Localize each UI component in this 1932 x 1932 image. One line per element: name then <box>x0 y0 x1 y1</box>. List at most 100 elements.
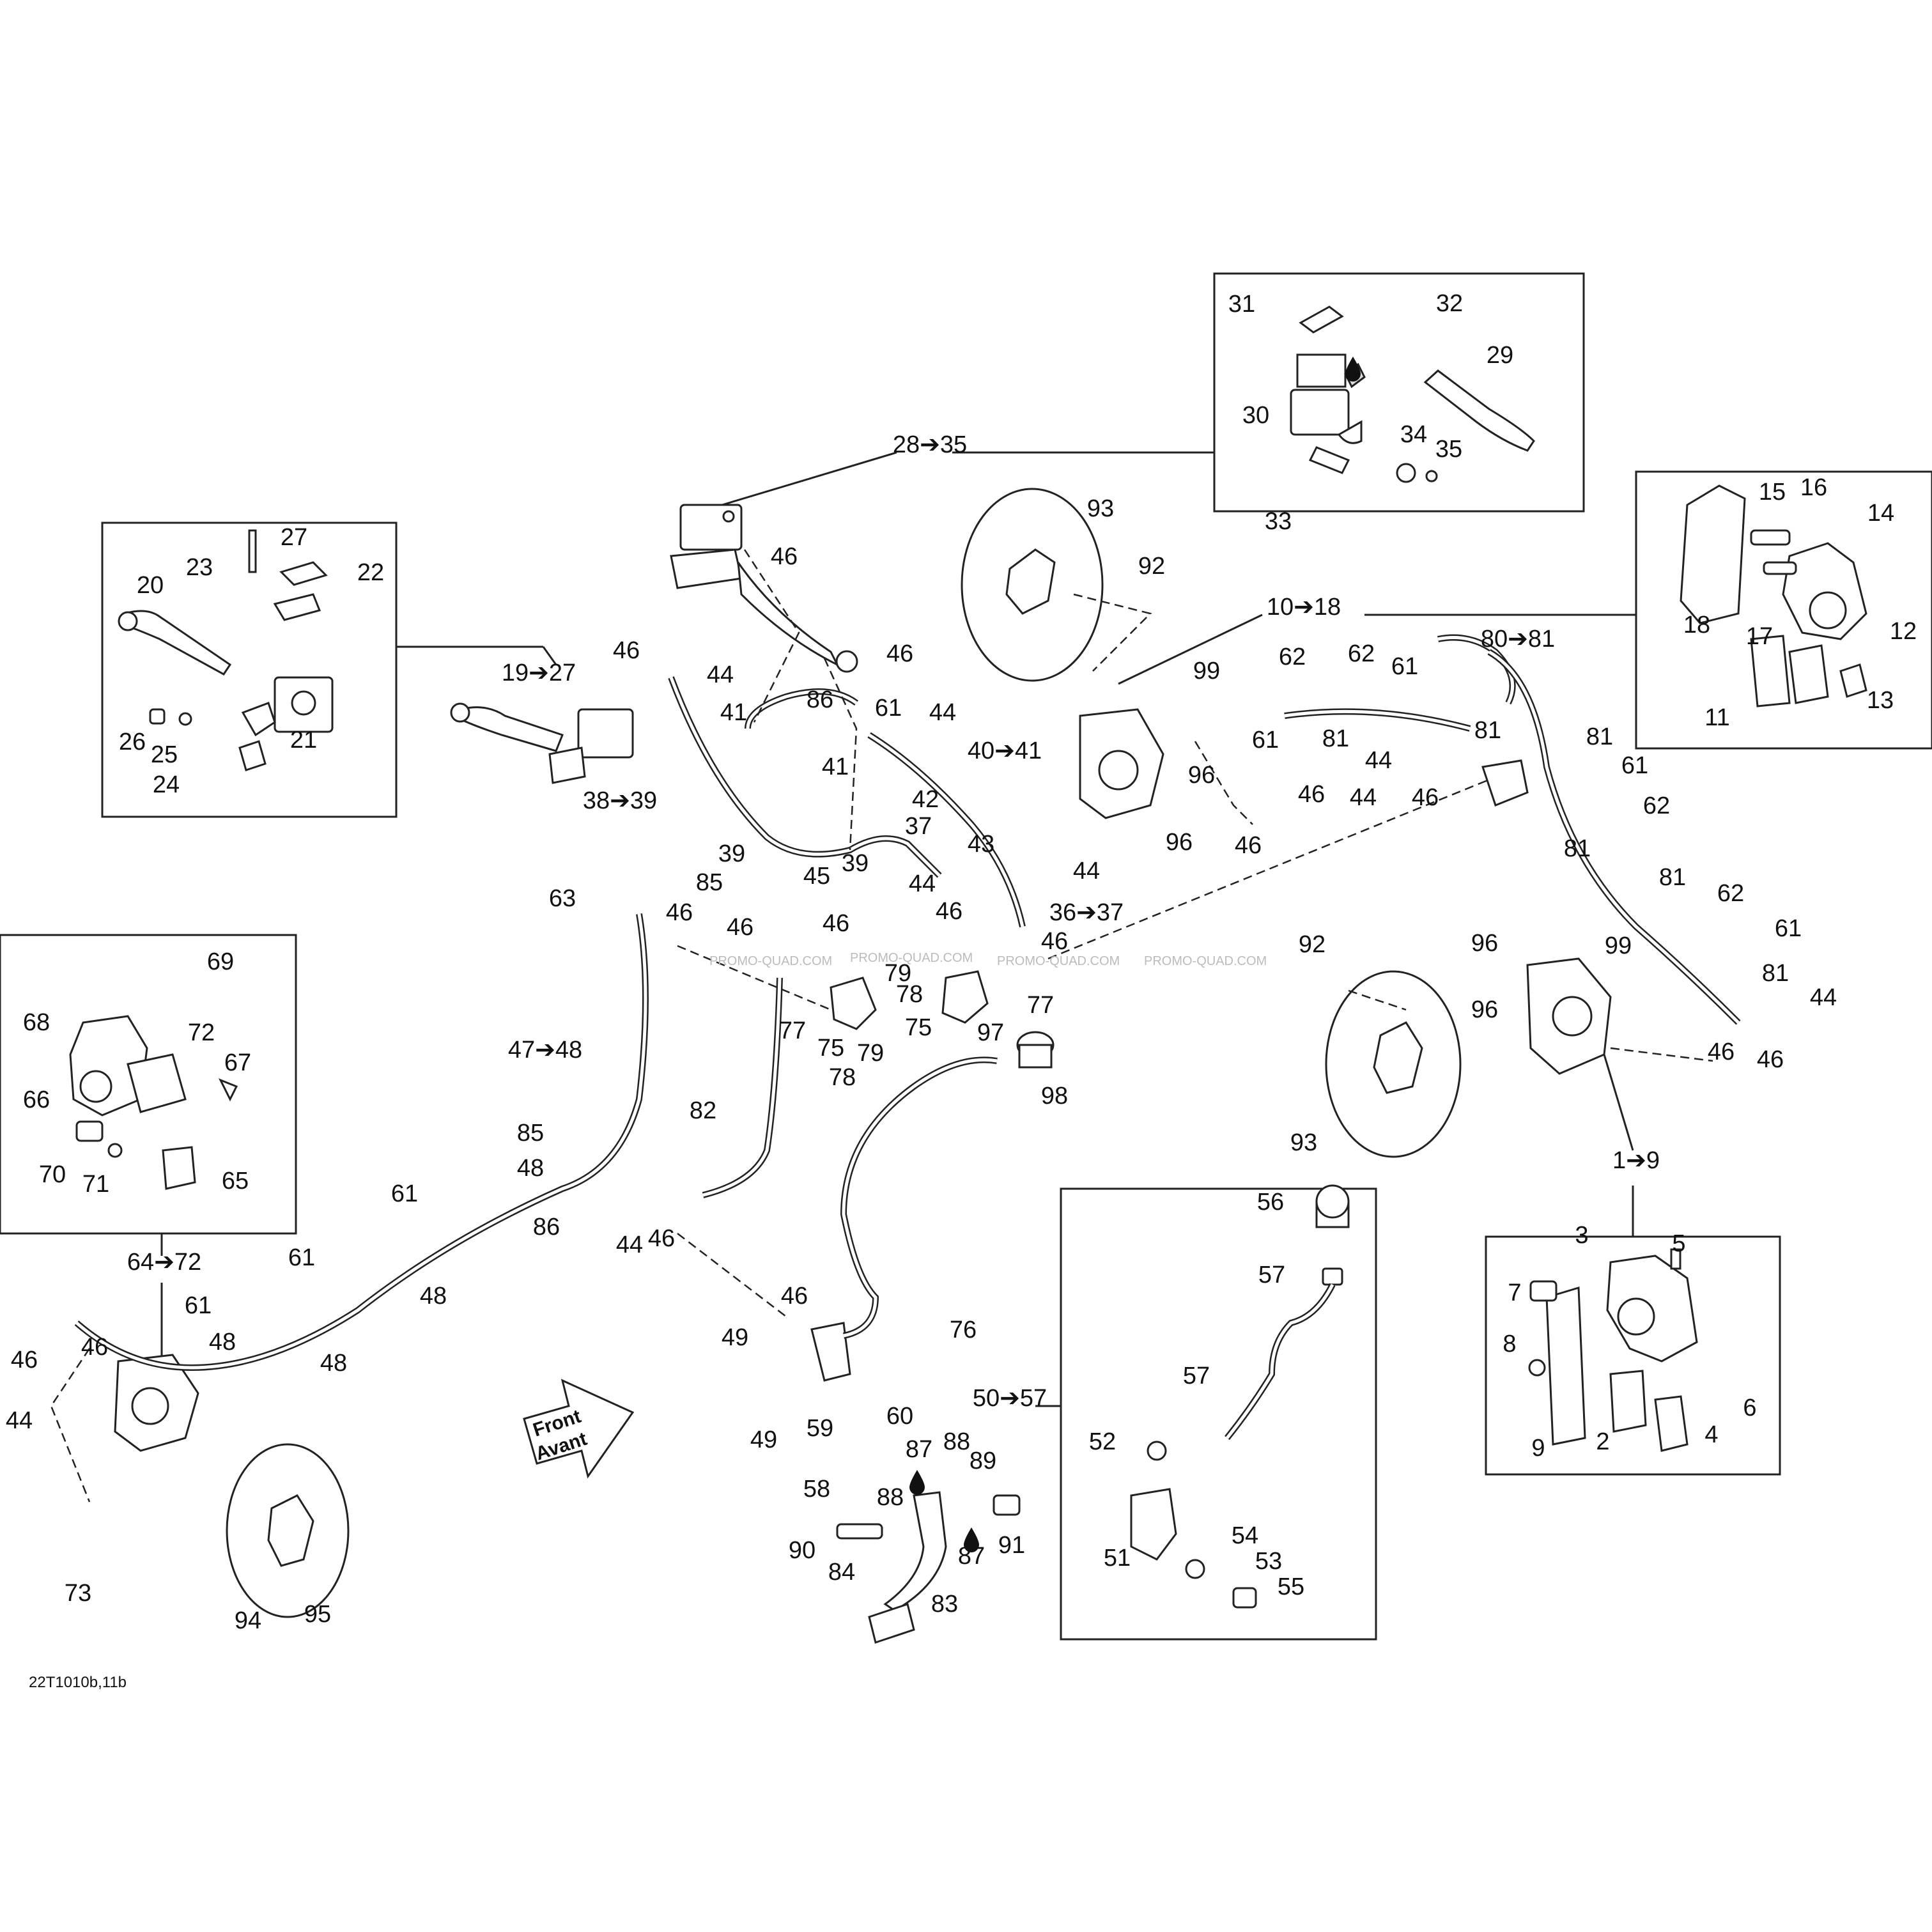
callout-label: 53 <box>1255 1548 1282 1575</box>
callout-label: 79 <box>885 960 911 987</box>
callout-label: 61 <box>391 1180 418 1207</box>
watermark: PROMO-QUAD.COM <box>1144 954 1267 968</box>
callout-label: 64➔72 <box>127 1249 201 1276</box>
callout-label: 83 <box>931 1591 958 1618</box>
alignment-dashes <box>50 549 1713 1503</box>
callout-label: 46 <box>936 898 962 925</box>
callout-label: 62 <box>1279 644 1306 670</box>
callout-label: 27 <box>281 524 307 551</box>
callout-label: 61 <box>1252 727 1279 753</box>
callout-label: 75 <box>905 1014 932 1041</box>
callout-label: 94 <box>235 1607 261 1634</box>
callout-label: 10➔18 <box>1267 594 1341 621</box>
callout-label: 75 <box>817 1035 844 1062</box>
callout-label: 92 <box>1138 553 1165 580</box>
callout-label: 37 <box>905 813 932 840</box>
callout-label: 85 <box>517 1120 544 1147</box>
callout-label: 42 <box>912 786 939 813</box>
callout-label: 49 <box>722 1324 748 1351</box>
callout-label: 67 <box>224 1049 251 1076</box>
callout-label: 59 <box>807 1415 833 1442</box>
callout-label: 44 <box>1350 784 1377 811</box>
callout-label: 1➔9 <box>1612 1147 1660 1174</box>
callout-label: 44 <box>929 699 956 726</box>
callout-label: 44 <box>616 1232 643 1258</box>
callout-label: 48 <box>517 1155 544 1182</box>
callout-label: 9 <box>1531 1435 1545 1462</box>
callout-label: 46 <box>648 1225 675 1252</box>
callout-label: 46 <box>781 1283 808 1310</box>
callout-label: 46 <box>666 899 693 926</box>
callout-label: 80➔81 <box>1481 626 1555 653</box>
callout-label: 79 <box>857 1040 884 1067</box>
callout-label: 13 <box>1867 687 1894 714</box>
callout-label: 25 <box>151 741 178 768</box>
detail-box-50-57 <box>1035 1184 1377 1641</box>
callout-label: 96 <box>1471 996 1498 1023</box>
callout-label: 52 <box>1089 1428 1116 1455</box>
callout-label: 44 <box>707 661 734 688</box>
callout-label: 81 <box>1474 717 1501 744</box>
callout-label: 11 <box>1704 704 1729 731</box>
callout-label: 18 <box>1683 612 1710 638</box>
brake-pedal <box>836 1491 1021 1644</box>
callout-label: 46 <box>11 1347 38 1373</box>
callout-label: 81 <box>1564 835 1591 862</box>
left-handlebar-master-cylinder <box>450 702 634 784</box>
callout-label: 66 <box>23 1086 50 1113</box>
callout-label: 48 <box>320 1350 347 1377</box>
callout-label: 71 <box>82 1171 109 1198</box>
brake-fluid-drop-icon <box>909 357 1361 1552</box>
callout-label: 45 <box>803 863 830 890</box>
callout-label: 50➔57 <box>973 1385 1047 1412</box>
callout-label: 89 <box>970 1448 996 1474</box>
callout-label: 39 <box>718 840 745 867</box>
callout-label: 35 <box>1435 436 1462 463</box>
callout-label: 46 <box>886 640 913 667</box>
callout-label: 68 <box>23 1009 50 1036</box>
callout-label: 41 <box>822 753 849 780</box>
detail-box-10-18 <box>1118 470 1932 750</box>
callout-label: 23 <box>186 554 213 581</box>
callout-label: 46 <box>771 543 798 570</box>
front-left-caliper <box>1526 957 1612 1075</box>
callout-label: 95 <box>304 1601 331 1628</box>
callout-label: 61 <box>1391 653 1418 680</box>
callout-label: 78 <box>896 981 923 1008</box>
callout-label: 70 <box>39 1161 66 1188</box>
callout-label: 77 <box>779 1017 806 1044</box>
callout-label: 43 <box>968 831 994 858</box>
front-direction-arrow-icon: Front Avant <box>523 1379 635 1479</box>
callout-label: 61 <box>185 1292 212 1319</box>
callout-label: 29 <box>1487 342 1513 369</box>
callout-label: 57 <box>1258 1262 1285 1288</box>
callout-label: 36➔37 <box>1049 899 1124 926</box>
brake-junctions <box>810 759 1529 1382</box>
detail-box-64-72 <box>0 934 297 1374</box>
callout-label: 46 <box>1412 784 1439 811</box>
front-left-disc <box>1325 970 1462 1158</box>
callout-label: 99 <box>1605 932 1632 959</box>
callout-label: 47➔48 <box>508 1037 582 1063</box>
callout-label: 17 <box>1746 623 1773 650</box>
callout-label: 33 <box>1265 508 1292 535</box>
callout-label: 15 <box>1759 479 1786 506</box>
callout-label: 86 <box>533 1214 560 1240</box>
callout-label: 54 <box>1232 1522 1258 1549</box>
callout-label: 87 <box>906 1436 932 1463</box>
callout-label: 38➔39 <box>583 787 657 814</box>
callout-label: 55 <box>1278 1573 1304 1600</box>
callout-label: 65 <box>222 1168 249 1194</box>
callout-label: 61 <box>1775 915 1802 942</box>
callout-label: 48 <box>420 1283 447 1310</box>
detail-box-1-9 <box>1485 1054 1781 1476</box>
callout-label: 46 <box>1757 1046 1784 1073</box>
callout-label: 56 <box>1257 1189 1284 1216</box>
callout-label: 3 <box>1575 1222 1588 1249</box>
brake-hoses <box>74 634 1741 1372</box>
callout-label: 46 <box>613 637 640 664</box>
callout-label: 63 <box>549 885 576 912</box>
callout-label: 46 <box>727 914 753 941</box>
